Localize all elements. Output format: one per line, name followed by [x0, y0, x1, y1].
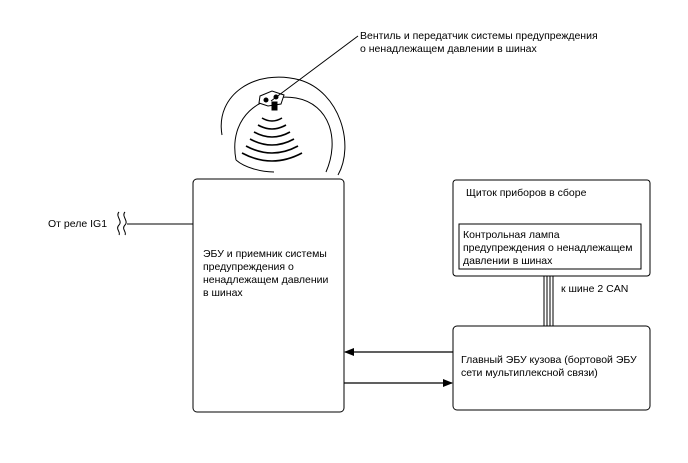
body-ecu-line-2: сети мультиплексной связи)	[461, 367, 598, 379]
tire-icon	[220, 76, 346, 176]
ecu-receiver-line-3: ненадлежащем давлении	[203, 274, 329, 286]
ecu-receiver-box	[192, 178, 345, 413]
ecu-receiver-line-2: предупреждения о	[203, 261, 294, 273]
valve-transmitter-icon	[258, 90, 285, 111]
sensor-label: Вентиль и передатчик системы предупрежде…	[360, 30, 660, 56]
radio-signal-icon	[241, 117, 303, 162]
relay-label: От реле IG1	[48, 218, 108, 230]
sensor-label-line-1: Вентиль и передатчик системы предупрежде…	[360, 30, 598, 42]
sensor-label-line-2: о ненадлежащем давлении в шинах	[360, 43, 537, 55]
instrument-cluster-box	[452, 179, 651, 277]
can-bus-label: к шине 2 CAN	[561, 283, 629, 295]
sensor-leader-line	[270, 35, 359, 102]
ecu-receiver-line-4: в шинах	[203, 287, 243, 299]
body-ecu-box	[452, 325, 651, 411]
body-ecu-label: Главный ЭБУ кузова (бортовой ЭБУ сети му…	[461, 354, 649, 380]
warning-lamp-label: Контрольная лампа предупреждения о ненад…	[463, 229, 641, 268]
warning-lamp-box	[458, 223, 642, 270]
instrument-cluster-label: Щиток приборов в сборе	[466, 187, 587, 199]
ecu-receiver-label: ЭБУ и приемник системы предупреждения о …	[203, 248, 341, 300]
warning-lamp-line-2: предупреждения о ненадлежащем	[463, 242, 633, 254]
warning-lamp-line-1: Контрольная лампа	[463, 229, 560, 241]
body-ecu-line-1: Главный ЭБУ кузова (бортовой ЭБУ	[461, 354, 637, 366]
warning-lamp-line-3: давлении в шинах	[463, 255, 553, 267]
ecu-receiver-line-1: ЭБУ и приемник системы	[203, 248, 327, 260]
relay-wire	[117, 211, 193, 236]
can-bus-lines	[543, 276, 554, 326]
